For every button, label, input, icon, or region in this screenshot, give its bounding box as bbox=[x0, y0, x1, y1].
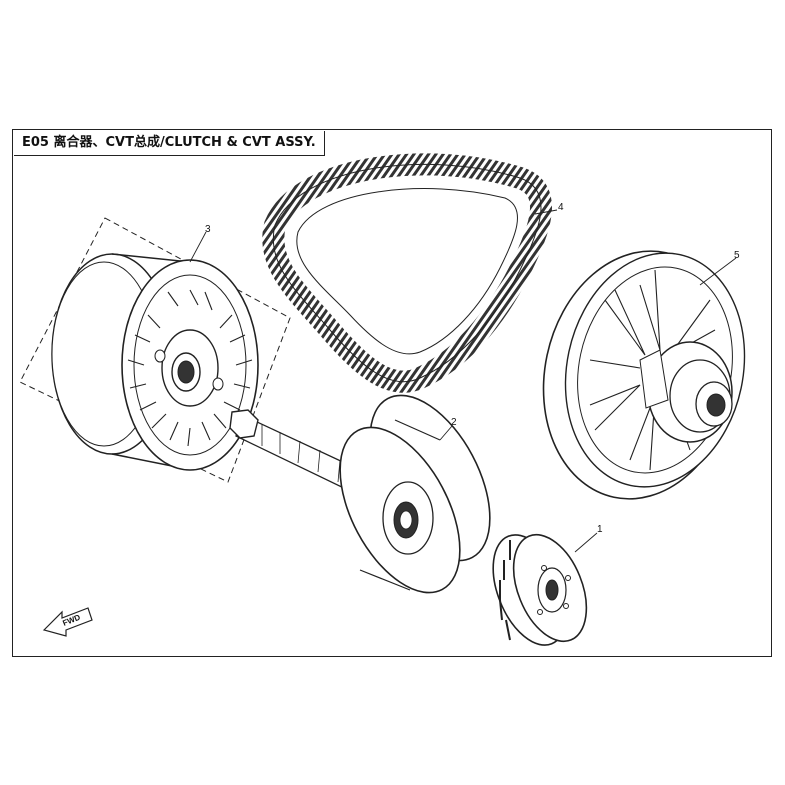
fwd-arrow-icon: FWD bbox=[42, 607, 93, 637]
callout-1: 1 bbox=[597, 524, 603, 535]
clutch-housing bbox=[229, 394, 491, 594]
callout-3: 3 bbox=[205, 224, 211, 235]
drive-belt bbox=[262, 153, 552, 393]
driven-pulley bbox=[542, 250, 746, 500]
centrifugal-clutch bbox=[492, 533, 588, 646]
callout-4: 4 bbox=[558, 202, 564, 213]
drive-pulley bbox=[19, 217, 291, 483]
callout-leaders bbox=[189, 209, 737, 553]
callout-2: 2 bbox=[451, 417, 457, 428]
drawing-frame bbox=[12, 129, 772, 657]
callout-5: 5 bbox=[734, 250, 740, 261]
diagram-title: E05 离合器、CVT总成/CLUTCH & CVT ASSY. bbox=[14, 131, 325, 156]
